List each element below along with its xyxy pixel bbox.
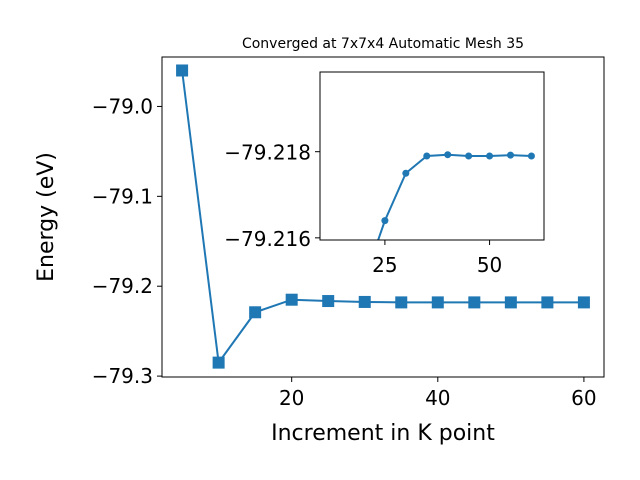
inset-x-tick-label: 25 [372, 253, 397, 277]
main-ticks: 20 40 60 −79.0 −79.1 −79.2 −79.3 [92, 94, 597, 410]
inset-data-point [465, 152, 473, 160]
inset-data-layer [377, 151, 535, 240]
y-axis-label: Energy (eV) [34, 152, 59, 282]
main-data-point [322, 295, 335, 308]
main-x-tick-label: 60 [571, 386, 596, 410]
chart-title: Converged at 7x7x4 Automatic Mesh 35 [242, 36, 524, 52]
main-x-tick-label: 20 [279, 386, 304, 410]
x-axis-label: Increment in K point [271, 421, 495, 446]
main-y-tick-label: −79.3 [92, 364, 153, 388]
main-data-point [431, 296, 444, 309]
main-data-point [395, 296, 408, 309]
inset-y-tick-label: −79.216 [224, 227, 311, 251]
inset-data-point [381, 217, 389, 225]
inset-axes-frame [319, 71, 545, 241]
main-data-layer [176, 64, 590, 369]
main-data-point [249, 306, 262, 319]
inset-data-point [423, 152, 431, 160]
main-data-point [577, 296, 590, 309]
inset-plot: 25 50 −79.218 −79.216 [224, 71, 545, 277]
inset-data-point [486, 152, 494, 160]
main-y-tick-label: −79.0 [92, 94, 153, 118]
main-data-point [541, 296, 554, 309]
inset-ticks: 25 50 −79.218 −79.216 [224, 141, 502, 277]
inset-data-point [507, 151, 515, 159]
inset-data-point [402, 169, 410, 177]
main-data-point [212, 356, 225, 369]
inset-data-point [527, 152, 535, 160]
main-axes-frame [161, 56, 605, 378]
main-y-tick-label: −79.2 [92, 274, 153, 298]
main-data-point [358, 295, 371, 308]
main-series-line [181, 70, 584, 366]
main-y-tick-label: −79.1 [92, 184, 153, 208]
inset-x-tick-label: 50 [477, 253, 502, 277]
inset-clip [377, 151, 535, 240]
main-data-point [285, 293, 298, 306]
main-x-tick-label: 40 [425, 386, 450, 410]
main-data-point [468, 296, 481, 309]
main-data-point [176, 64, 189, 77]
inset-y-tick-label: −79.218 [224, 141, 311, 165]
main-data-point [504, 296, 517, 309]
inset-data-point [444, 151, 452, 159]
